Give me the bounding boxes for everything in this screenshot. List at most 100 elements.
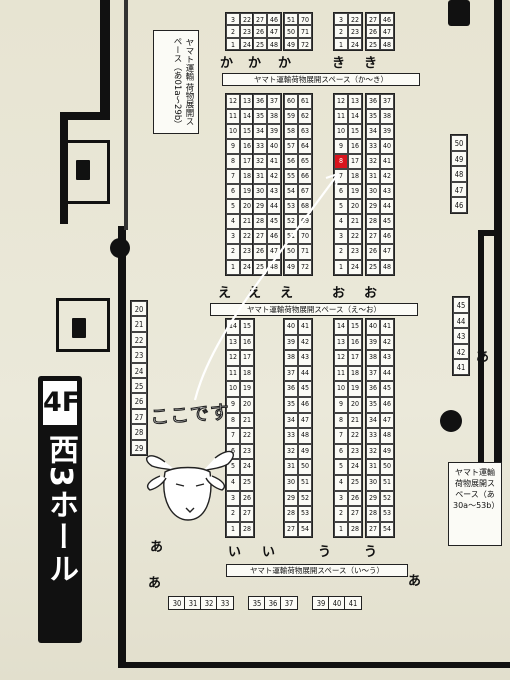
booth-cell[interactable]: 21 <box>348 412 362 429</box>
booth-cell[interactable]: 19 <box>348 184 362 200</box>
booth-cell[interactable]: 5 <box>334 199 348 215</box>
booth-cell[interactable]: 47 <box>380 25 394 38</box>
booth-cell[interactable]: 21 <box>240 412 254 429</box>
booth-cell[interactable]: 59 <box>284 109 298 125</box>
booth-cell[interactable]: 9 <box>334 396 348 413</box>
booth-cell[interactable]: 8 <box>226 154 240 170</box>
booth-cell[interactable]: 3 <box>334 490 348 507</box>
booth-cell[interactable]: 7 <box>334 169 348 185</box>
booth-cell[interactable]: 24 <box>240 459 254 475</box>
booth-cell[interactable]: 48 <box>451 166 467 182</box>
booth-cell[interactable]: 12 <box>334 94 348 110</box>
booth-cell[interactable]: 27 <box>131 408 147 425</box>
booth-cell[interactable]: 38 <box>267 109 281 125</box>
booth-cell[interactable]: 21 <box>131 316 147 332</box>
booth-cell[interactable]: 54 <box>284 184 298 200</box>
booth-cell[interactable]: 70 <box>298 229 312 245</box>
booth-cell[interactable]: 48 <box>380 37 394 51</box>
booth-cell[interactable]: 12 <box>334 350 348 366</box>
booth-cell[interactable]: 26 <box>366 25 380 38</box>
booth-cell[interactable]: 31 <box>366 459 380 475</box>
booth-cell[interactable]: 44 <box>298 365 312 382</box>
booth-cell[interactable]: 2 <box>334 244 348 260</box>
booth-cell[interactable]: 11 <box>226 365 240 382</box>
booth-cell[interactable]: 46 <box>298 396 312 413</box>
booth-cell[interactable]: 47 <box>298 412 312 429</box>
booth-cell[interactable]: 22 <box>131 331 147 348</box>
booth-cell[interactable]: 32 <box>284 443 298 460</box>
booth-cell[interactable]: 36 <box>284 381 298 397</box>
booth-cell[interactable]: 6 <box>226 184 240 200</box>
booth-cell[interactable]: 4 <box>226 474 240 491</box>
booth-cell[interactable]: 29 <box>366 490 380 507</box>
booth-cell[interactable]: 35 <box>284 396 298 413</box>
booth-cell[interactable]: 7 <box>226 169 240 185</box>
booth-cell[interactable]: 51 <box>284 13 298 26</box>
booth-cell[interactable]: 21 <box>348 214 362 230</box>
booth-cell[interactable]: 37 <box>280 596 298 610</box>
booth-cell[interactable]: 41 <box>344 596 362 610</box>
booth-cell[interactable]: 29 <box>366 199 380 215</box>
booth-cell[interactable]: 42 <box>380 169 394 185</box>
booth-cell[interactable]: 2 <box>226 506 240 522</box>
booth-cell[interactable]: 7 <box>226 428 240 444</box>
booth-cell[interactable]: 65 <box>298 154 312 170</box>
booth-cell[interactable]: 54 <box>298 521 312 538</box>
booth-cell[interactable]: 27 <box>348 506 362 522</box>
booth-cell[interactable]: 41 <box>267 154 281 170</box>
booth-cell[interactable]: 49 <box>284 259 298 275</box>
booth-cell[interactable]: 37 <box>366 365 380 382</box>
booth-cell[interactable]: 38 <box>380 109 394 125</box>
booth-cell[interactable]: 2 <box>334 25 348 38</box>
booth-cell[interactable]: 14 <box>334 319 348 335</box>
booth-cell[interactable]: 43 <box>380 350 394 366</box>
booth-cell[interactable]: 28 <box>253 214 267 230</box>
booth-cell[interactable]: 56 <box>284 154 298 170</box>
booth-cell[interactable]: 45 <box>298 381 312 397</box>
booth-cell[interactable]: 23 <box>348 244 362 260</box>
booth-cell[interactable]: 25 <box>366 37 380 51</box>
booth-cell[interactable]: 20 <box>348 396 362 413</box>
booth-cell[interactable]: 33 <box>366 428 380 444</box>
booth-cell[interactable]: 50 <box>284 25 298 38</box>
booth-cell[interactable]: 28 <box>131 424 147 440</box>
booth-cell[interactable]: 53 <box>380 506 394 522</box>
booth-cell[interactable]: 28 <box>240 521 254 538</box>
booth-cell[interactable]: 48 <box>380 259 394 275</box>
booth-cell[interactable]: 26 <box>253 244 267 260</box>
booth-cell[interactable]: 50 <box>451 135 467 151</box>
booth-cell[interactable]: 7 <box>334 428 348 444</box>
booth-cell[interactable]: 49 <box>298 443 312 460</box>
booth-cell[interactable]: 37 <box>284 365 298 382</box>
booth-cell[interactable]: 25 <box>253 37 267 51</box>
booth-cell[interactable]: 27 <box>366 521 380 538</box>
booth-cell[interactable]: 15 <box>348 124 362 140</box>
booth-cell[interactable]: 45 <box>267 214 281 230</box>
booth-cell[interactable]: 49 <box>284 37 298 51</box>
booth-cell[interactable]: 40 <box>380 139 394 155</box>
booth-cell[interactable]: 49 <box>451 150 467 167</box>
booth-cell[interactable]: 26 <box>348 490 362 507</box>
booth-cell[interactable]: 48 <box>298 428 312 444</box>
booth-cell[interactable]: 35 <box>366 109 380 125</box>
booth-cell[interactable]: 45 <box>453 297 469 313</box>
booth-cell[interactable]: 47 <box>380 244 394 260</box>
booth-cell[interactable]: 55 <box>284 169 298 185</box>
booth-cell[interactable]: 26 <box>131 393 147 409</box>
booth-cell[interactable]: 26 <box>366 244 380 260</box>
booth-cell[interactable]: 54 <box>380 521 394 538</box>
booth-cell[interactable]: 69 <box>298 214 312 230</box>
booth-cell[interactable]: 62 <box>298 109 312 125</box>
booth-cell[interactable]: 25 <box>366 259 380 275</box>
booth-cell[interactable]: 48 <box>380 428 394 444</box>
booth-cell[interactable]: 29 <box>131 439 147 455</box>
booth-cell[interactable]: 25 <box>253 259 267 275</box>
booth-cell[interactable]: 16 <box>348 139 362 155</box>
booth-cell[interactable]: 10 <box>334 381 348 397</box>
booth-cell[interactable]: 41 <box>298 319 312 335</box>
booth-cell[interactable]: 27 <box>240 506 254 522</box>
booth-cell[interactable]: 53 <box>284 199 298 215</box>
booth-cell[interactable]: 47 <box>451 181 467 198</box>
booth-cell[interactable]: 43 <box>453 328 469 344</box>
booth-cell[interactable]: 1 <box>226 259 240 275</box>
